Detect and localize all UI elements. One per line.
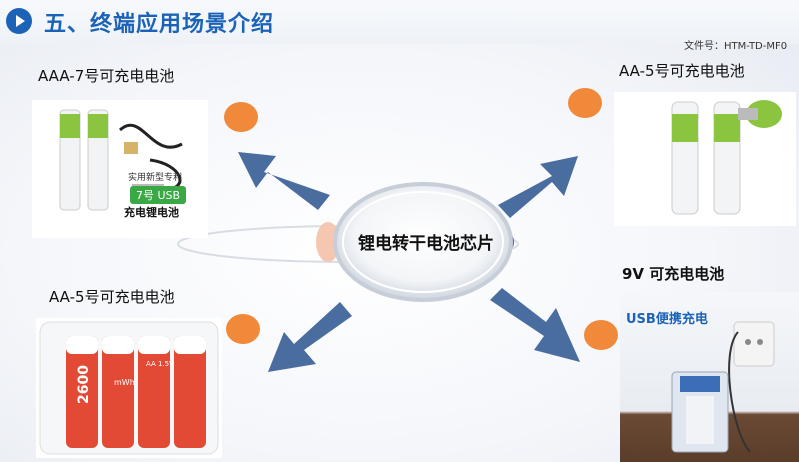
- arrow-up-right: [498, 156, 578, 218]
- usb-charge-text: USB便携充电: [626, 312, 708, 327]
- photo-9v-battery: USB便携充电: [620, 292, 799, 462]
- photo-aa5-top-battery: [614, 92, 796, 226]
- arrow-down-right: [490, 288, 580, 362]
- left-lens-cap: [316, 222, 340, 262]
- cell-model: AA 1.5V: [146, 360, 174, 368]
- orange-dot: [226, 314, 260, 344]
- header-band: [0, 0, 799, 44]
- document-number: 文件号：HTM-TD-MF0: [684, 41, 788, 52]
- play-icon: [6, 8, 32, 34]
- patent-text: 实用新型专利: [128, 173, 183, 183]
- label-9v: 9V 可充电电池: [622, 265, 725, 283]
- photo-aaa7-battery: 实用新型专利 7号 USB 充电锂电池: [32, 100, 208, 238]
- orange-dot: [224, 102, 258, 132]
- arrow-down-left: [268, 302, 352, 372]
- label-aaa7: AAA-7号可充电电池: [38, 67, 175, 85]
- page-title: 五、终端应用场景介绍: [44, 12, 275, 37]
- photo-aa5-bottom-battery-pack: 2600 mWh AA 1.5V: [36, 318, 222, 458]
- orange-dot: [584, 320, 618, 350]
- product-tagline: 充电锂电池: [124, 206, 179, 219]
- arrow-up-left: [238, 152, 330, 210]
- label-aa5-top: AA-5号可充电电池: [619, 62, 745, 80]
- cell-capacity: 2600: [76, 365, 92, 404]
- center-label: 锂电转干电池芯片: [358, 234, 494, 254]
- center-lens: [333, 182, 513, 302]
- orange-dot: [568, 88, 602, 118]
- label-aa5-bottom: AA-5号可充电电池: [49, 288, 175, 306]
- cell-unit: mWh: [114, 378, 135, 387]
- usb-badge: 7号 USB: [130, 186, 187, 204]
